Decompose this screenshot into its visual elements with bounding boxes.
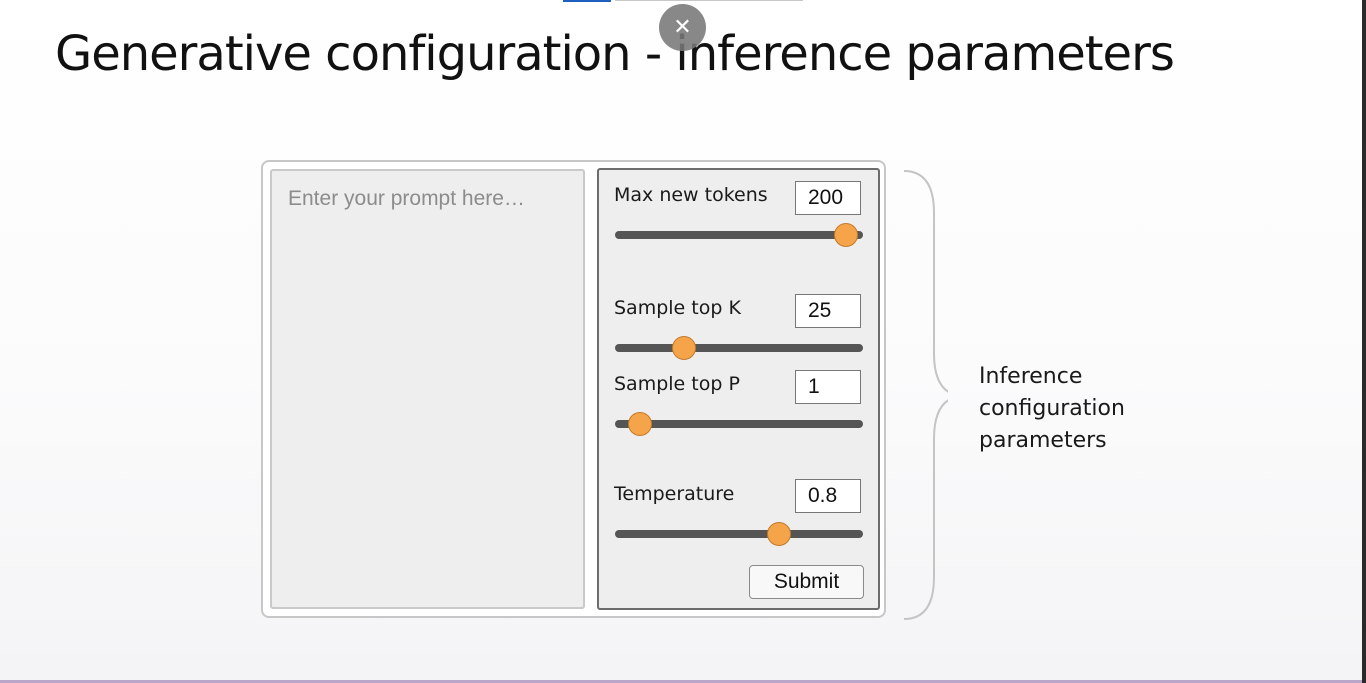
sample-top-p-field[interactable]: 1	[795, 370, 861, 404]
temperature-field[interactable]: 0.8	[795, 479, 861, 513]
sample-top-k-field[interactable]: 25	[795, 294, 861, 328]
sample-top-p-label: Sample top P	[614, 373, 740, 395]
max-new-tokens-label: Max new tokens	[614, 184, 768, 206]
curly-brace-icon	[903, 170, 948, 620]
sample-top-k-slider[interactable]	[615, 336, 863, 360]
temperature-slider-thumb[interactable]	[766, 522, 791, 546]
submit-button[interactable]: Submit	[749, 565, 864, 599]
sample-top-k-label: Sample top K	[614, 297, 741, 319]
prompt-input[interactable]: Enter your prompt here…	[270, 169, 585, 609]
inference-parameters-annotation: Inference configuration parameters	[979, 361, 1125, 457]
max-new-tokens-field[interactable]: 200	[795, 181, 861, 215]
annotation-line: configuration	[979, 396, 1125, 421]
sample-top-k-slider-thumb[interactable]	[672, 336, 697, 360]
sample-top-p-slider[interactable]	[615, 412, 863, 436]
annotation-line: parameters	[979, 428, 1107, 453]
bottom-divider	[0, 680, 1366, 683]
max-new-tokens-slider-thumb[interactable]	[833, 223, 858, 247]
window-edge	[1362, 0, 1366, 683]
temperature-label: Temperature	[614, 483, 735, 505]
slide-title: Generative configuration - inference par…	[55, 26, 1175, 82]
sample-top-p-slider-thumb[interactable]	[627, 412, 652, 436]
top-progress-marks	[563, 0, 803, 2]
temperature-slider[interactable]	[615, 522, 863, 546]
progress-mark-active	[563, 0, 611, 2]
annotation-line: Inference	[979, 364, 1083, 389]
max-new-tokens-slider[interactable]	[615, 223, 863, 247]
close-icon[interactable]: ✕	[659, 4, 706, 51]
progress-mark-rest	[615, 0, 803, 1]
